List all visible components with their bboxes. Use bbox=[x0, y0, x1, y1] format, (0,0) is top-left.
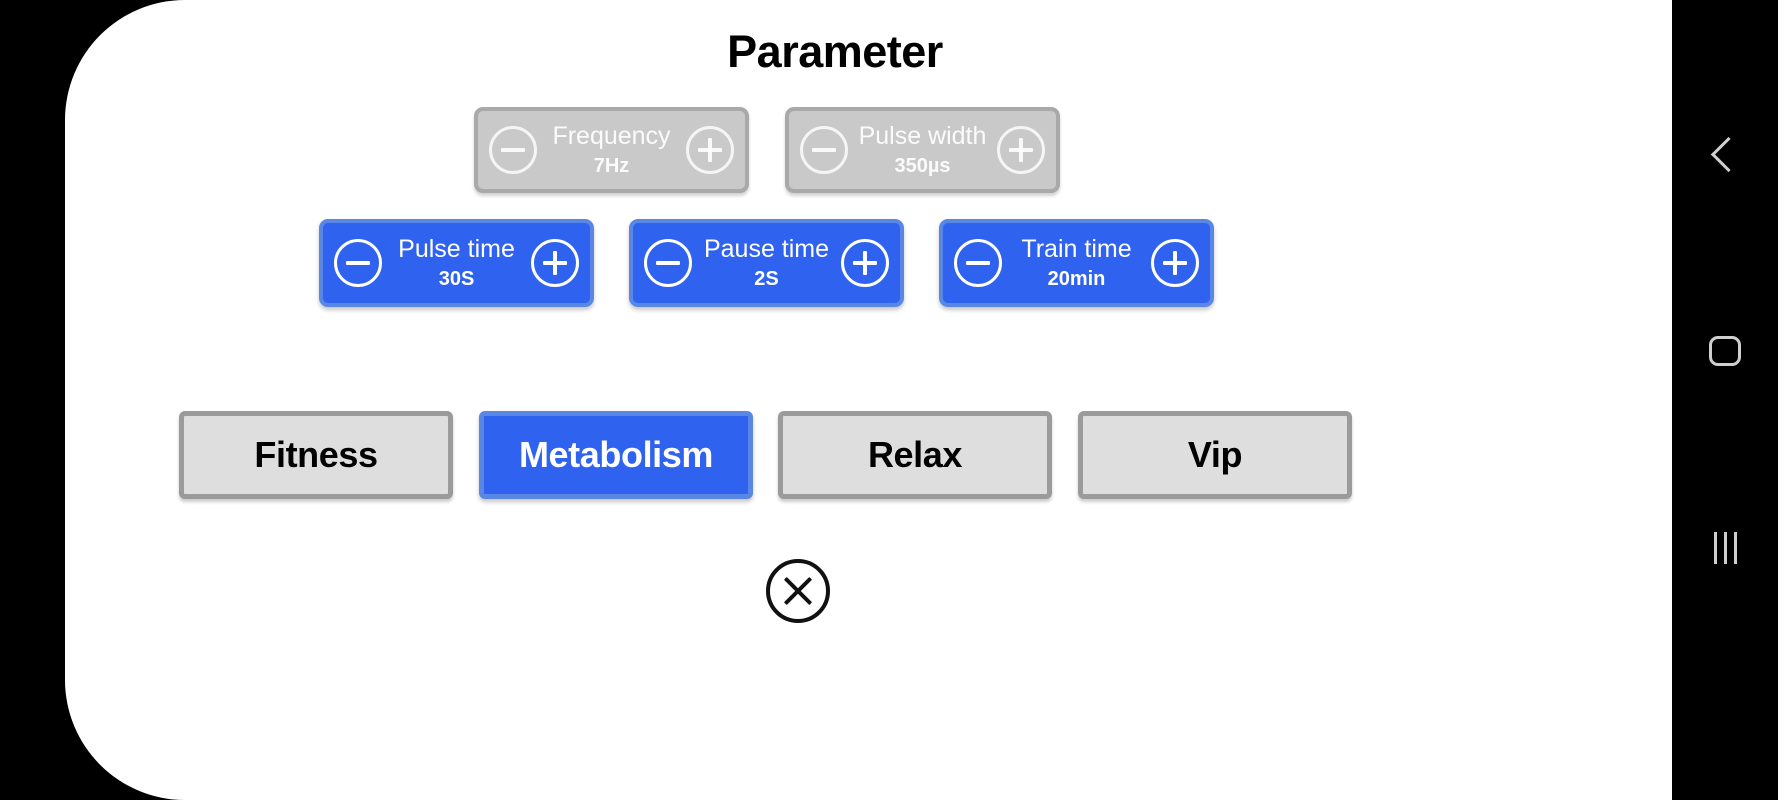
nav-home-button[interactable] bbox=[1672, 316, 1778, 386]
home-square-icon bbox=[1709, 336, 1741, 366]
minus-circle-icon bbox=[346, 261, 370, 265]
train-time-value: 20min bbox=[1047, 268, 1106, 291]
stepper-frequency[interactable]: Frequency 7Hz bbox=[474, 107, 749, 193]
pause-time-decrement-button[interactable] bbox=[644, 239, 692, 287]
stepper-train-time[interactable]: Train time 20min bbox=[939, 219, 1214, 307]
pulse-width-label: Pulse width bbox=[858, 121, 987, 150]
frequency-readout: Frequency 7Hz bbox=[537, 123, 686, 177]
nav-recent-apps-button[interactable] bbox=[1672, 513, 1778, 583]
minus-circle-icon bbox=[501, 148, 525, 152]
pulse-width-decrement-button[interactable] bbox=[800, 126, 848, 174]
stepper-pause-time[interactable]: Pause time 2S bbox=[629, 219, 904, 307]
frequency-increment-button[interactable] bbox=[686, 126, 734, 174]
pulse-time-readout: Pulse time 30S bbox=[382, 236, 531, 290]
pause-time-increment-button[interactable] bbox=[841, 239, 889, 287]
frequency-value: 7Hz bbox=[593, 155, 630, 178]
pause-time-readout: Pause time 2S bbox=[692, 236, 841, 290]
chevron-left-icon bbox=[1710, 136, 1746, 172]
nav-back-button[interactable] bbox=[1672, 119, 1778, 189]
frequency-label: Frequency bbox=[552, 121, 671, 150]
train-time-label: Train time bbox=[1021, 234, 1132, 263]
mode-button-vip[interactable]: Vip bbox=[1078, 411, 1352, 499]
plus-circle-icon-vertical bbox=[863, 251, 867, 275]
mode-button-fitness[interactable]: Fitness bbox=[179, 411, 453, 499]
page-title: Parameter bbox=[727, 26, 943, 77]
mode-button-metabolism[interactable]: Metabolism bbox=[479, 411, 753, 499]
train-time-increment-button[interactable] bbox=[1151, 239, 1199, 287]
close-circle-icon[interactable] bbox=[766, 559, 830, 623]
pulse-time-label: Pulse time bbox=[398, 234, 515, 263]
train-time-decrement-button[interactable] bbox=[954, 239, 1002, 287]
parameter-dialog: Parameter Frequency 7Hz Pulse width 350µ… bbox=[65, 0, 1672, 800]
recent-apps-icon bbox=[1713, 532, 1737, 564]
plus-circle-icon-vertical bbox=[1173, 251, 1177, 275]
stepper-pulse-time[interactable]: Pulse time 30S bbox=[319, 219, 594, 307]
pulse-width-value: 350µs bbox=[894, 155, 951, 178]
frequency-decrement-button[interactable] bbox=[489, 126, 537, 174]
android-nav-bar bbox=[1672, 0, 1778, 800]
pause-time-label: Pause time bbox=[703, 234, 830, 263]
minus-circle-icon bbox=[812, 148, 836, 152]
plus-circle-icon-vertical bbox=[553, 251, 557, 275]
recent-apps-icon-bar-3 bbox=[1733, 532, 1737, 564]
pulse-time-increment-button[interactable] bbox=[531, 239, 579, 287]
pulse-width-readout: Pulse width 350µs bbox=[848, 123, 997, 177]
train-time-readout: Train time 20min bbox=[1002, 236, 1151, 290]
minus-circle-icon bbox=[966, 261, 990, 265]
plus-circle-icon-vertical bbox=[708, 138, 712, 162]
pulse-width-increment-button[interactable] bbox=[997, 126, 1045, 174]
recent-apps-icon-bar-2 bbox=[1723, 532, 1727, 564]
recent-apps-icon-bar-1 bbox=[1713, 532, 1717, 564]
plus-circle-icon-vertical bbox=[1019, 138, 1023, 162]
stepper-pulse-width[interactable]: Pulse width 350µs bbox=[785, 107, 1060, 193]
pause-time-value: 2S bbox=[754, 268, 779, 291]
mode-button-relax[interactable]: Relax bbox=[778, 411, 1052, 499]
minus-circle-icon bbox=[656, 261, 680, 265]
pulse-time-value: 30S bbox=[438, 268, 475, 291]
pulse-time-decrement-button[interactable] bbox=[334, 239, 382, 287]
